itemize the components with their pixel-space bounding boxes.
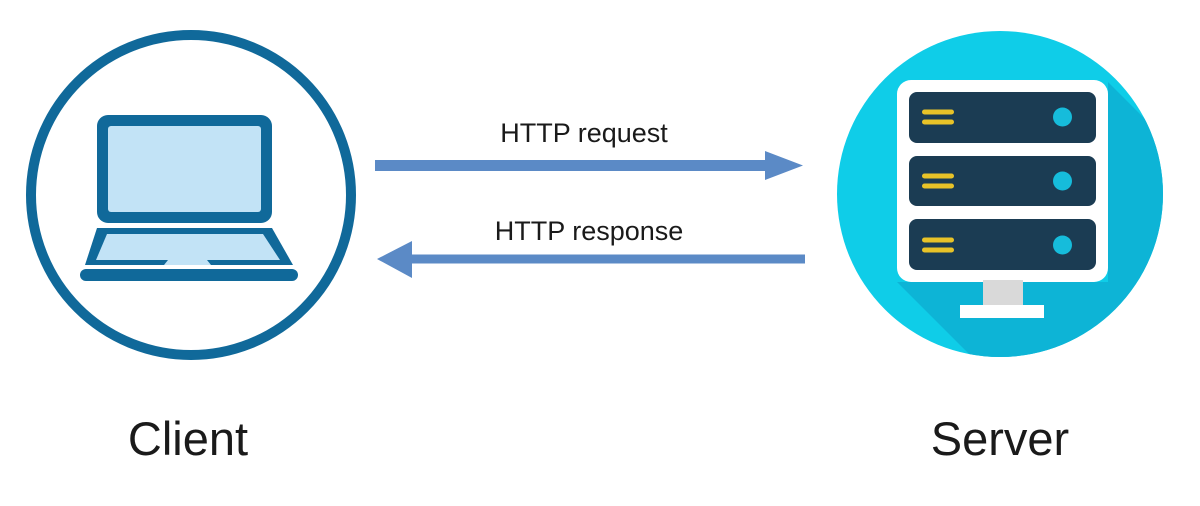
- server-unit-led: [1053, 235, 1072, 255]
- http-request-arrow: [375, 151, 803, 180]
- server-node-circle: [837, 31, 1163, 357]
- server-label: Server: [930, 412, 1070, 465]
- laptop-icon: [80, 115, 298, 281]
- server-unit: [909, 92, 1096, 143]
- server-unit-lines: [922, 237, 954, 253]
- client-node-circle: [26, 30, 356, 360]
- server-unit-lines: [922, 173, 954, 189]
- server-stand-base: [960, 305, 1044, 318]
- server-stand-neck: [983, 280, 1023, 308]
- server-unit-led: [1053, 107, 1072, 127]
- client-label: Client: [127, 412, 249, 465]
- server-unit: [909, 219, 1096, 271]
- long-shadow: [897, 82, 1163, 357]
- server-unit-lines: [922, 109, 954, 125]
- http-response-label: HTTP response: [494, 216, 684, 246]
- http-request-label: HTTP request: [500, 118, 668, 148]
- server-unit: [909, 155, 1096, 207]
- http-response-arrow: [377, 241, 805, 278]
- server-unit-led: [1053, 171, 1072, 191]
- server-rack-icon: [897, 80, 1108, 282]
